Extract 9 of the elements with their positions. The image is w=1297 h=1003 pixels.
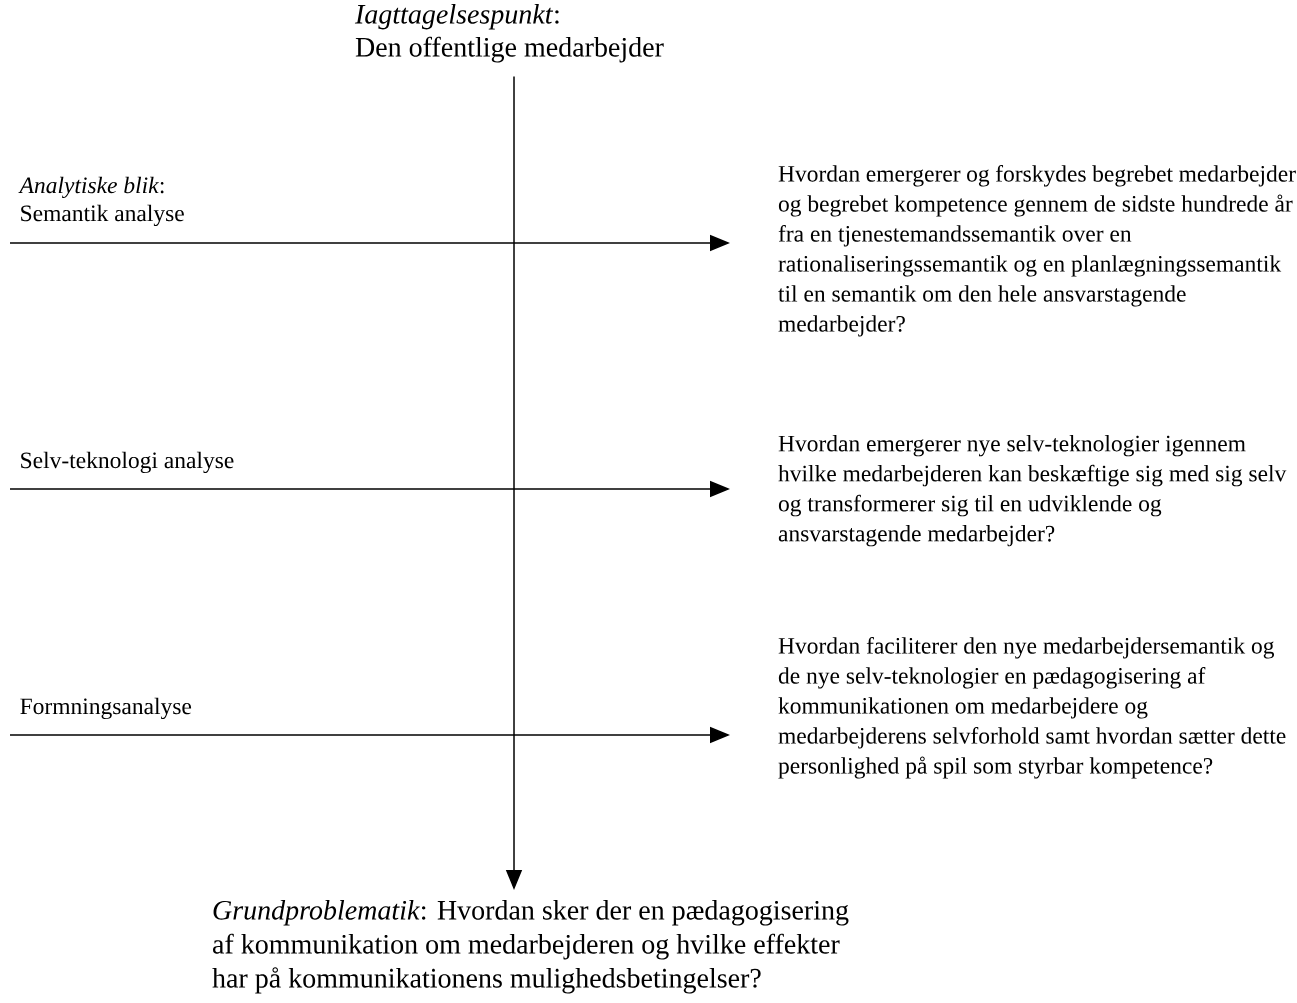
edge-label: Formningsanalyse [18,696,194,721]
heading-text: Grundproblematik: Hvordan sker der en pædagogisering af kommunikation om medarbejderen og hvilke effekter har på kommunikationens mulighedsbetingelser? [212,900,849,994]
question-text: Hvordan faciliterer den nye medarbejdersemantik og de nye selv-teknologier en pædagogisering af kommunikationen om medarbejdere og medarbejderens selvforhold samt hvordan sætter dette personlighed på spil som styrbar kompetence? [778,637,1286,779]
edge-label: Semantik analyse [18,203,186,228]
heading-text: Iagttagelsespunkt: Den offentlige medarbejder [354,4,664,63]
question-text: Hvordan emergerer nye selv-teknologier igennem hvilke medarbejderen kan beskæftige sig med sig selv og transformerer sig til en udviklende og ansvarstagende medarbejder? [778,435,1287,547]
edge-label: Selv-teknologi analyse [18,450,236,475]
question-text: Hvordan emergerer og forskydes begrebet medarbejder og begrebet kompetence gennem de sidste hundrede år fra en tjenestemandssemantik over en rationaliseringssemantik og en planlægningssemantik til en semantik om den hele ansvarstagende medarbejder? [778,165,1296,337]
label-text: Analytiske blik: [18,176,164,199]
